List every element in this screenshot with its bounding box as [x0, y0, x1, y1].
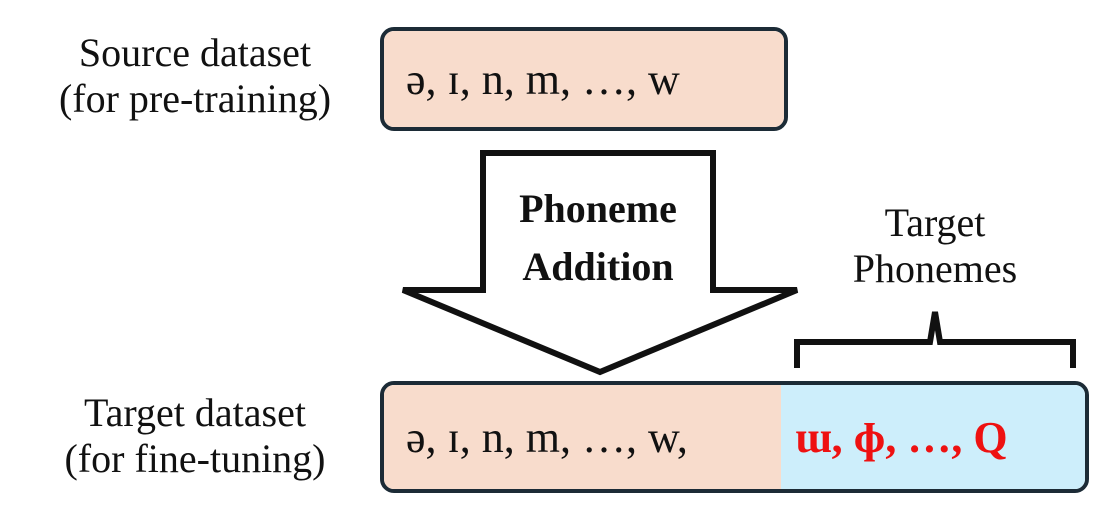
source-phoneme-segment: ə, ɪ, n, m, …, w: [384, 31, 784, 127]
target-dataset-label: Target dataset (for fine-tuning): [20, 390, 370, 482]
shared-phoneme-list: ə, ɪ, n, m, …, w,: [406, 412, 688, 462]
source-dataset-label: Source dataset (for pre-training): [20, 30, 370, 122]
target-phonemes-line2: Phonemes: [852, 246, 1018, 291]
source-label-line2: (for pre-training): [58, 76, 332, 121]
phoneme-addition-arrow: [401, 150, 799, 376]
phoneme-addition-label: Phoneme Addition: [483, 180, 713, 296]
arrow-label-line2: Addition: [522, 244, 674, 289]
arrow-label-line1: Phoneme: [519, 186, 677, 231]
target-phonemes-brace: [794, 311, 1076, 368]
target-label-line1: Target dataset: [84, 390, 306, 435]
shared-phoneme-segment: ə, ɪ, n, m, …, w,: [384, 385, 781, 489]
target-label-line2: (for fine-tuning): [64, 436, 326, 481]
new-phoneme-segment: ɯ, ɸ, …, Q: [781, 385, 1085, 489]
source-phoneme-list: ə, ɪ, n, m, …, w: [406, 54, 680, 104]
target-phonemes-line1: Target: [884, 200, 986, 245]
source-phoneme-box: ə, ɪ, n, m, …, w: [380, 27, 788, 131]
target-phonemes-label: Target Phonemes: [785, 200, 1085, 292]
target-phoneme-box: ə, ɪ, n, m, …, w, ɯ, ɸ, …, Q: [380, 381, 1089, 493]
new-phoneme-list: ɯ, ɸ, …, Q: [795, 412, 1008, 462]
source-label-line1: Source dataset: [78, 30, 312, 75]
